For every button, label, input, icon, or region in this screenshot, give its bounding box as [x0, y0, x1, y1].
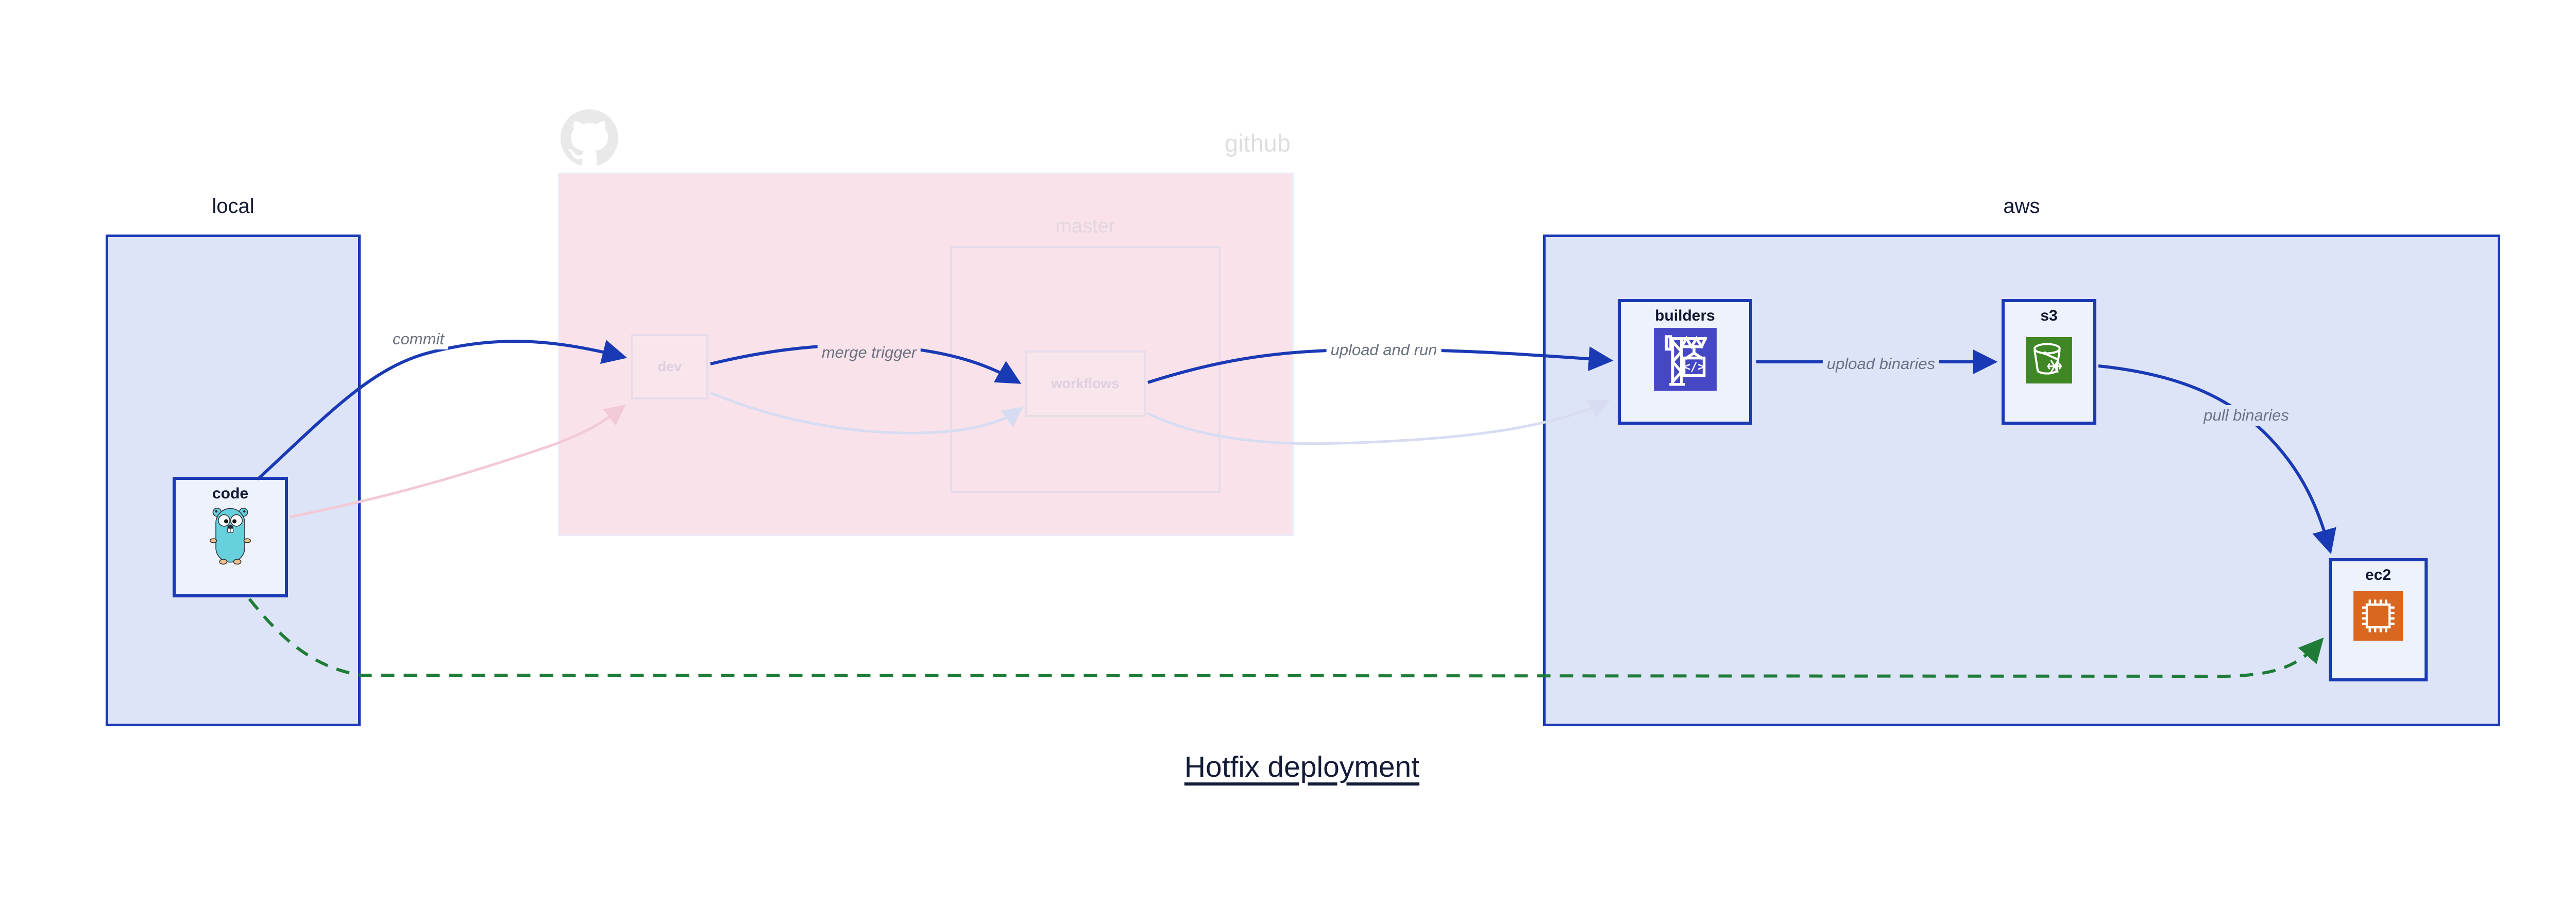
- node-workflows-label: workflows: [1051, 376, 1120, 391]
- node-code-label: code: [212, 485, 249, 502]
- edge-label-pull-binaries: pull binaries: [2199, 405, 2293, 426]
- node-ec2-label: ec2: [2365, 566, 2392, 583]
- edge-label-commit: commit: [388, 329, 448, 349]
- local-group-label: local: [212, 195, 255, 218]
- node-builders-label: builders: [1655, 307, 1715, 324]
- master-branch-label: master: [1055, 215, 1115, 237]
- diagram-title: Hotfix deployment: [1184, 750, 1420, 783]
- codebuild-crane-icon: </>: [1653, 328, 1717, 391]
- codebuild-code-glyph: </>: [1683, 360, 1705, 374]
- go-gopher-icon: [210, 508, 251, 565]
- node-ec2: ec2: [2329, 558, 2428, 681]
- node-dev-label: dev: [657, 359, 682, 374]
- node-dev: dev: [631, 334, 708, 399]
- node-builders: builders </>: [1618, 299, 1752, 425]
- s3-glacier-bucket-icon: [2026, 337, 2072, 383]
- node-workflows: workflows: [1025, 350, 1146, 417]
- edge-label-upload-binaries: upload binaries: [1822, 354, 1940, 374]
- edge-label-upload-and-run: upload and run: [1326, 340, 1442, 360]
- edge-label-merge-trigger: merge trigger: [817, 342, 921, 363]
- aws-group-label: aws: [2003, 195, 2040, 218]
- node-s3-label: s3: [2040, 307, 2058, 324]
- github-octocat-icon: [561, 109, 618, 166]
- node-s3: s3: [2002, 299, 2096, 425]
- github-group-label: github: [1224, 129, 1291, 157]
- ec2-chip-icon: [2353, 591, 2403, 641]
- node-code: code: [173, 477, 288, 597]
